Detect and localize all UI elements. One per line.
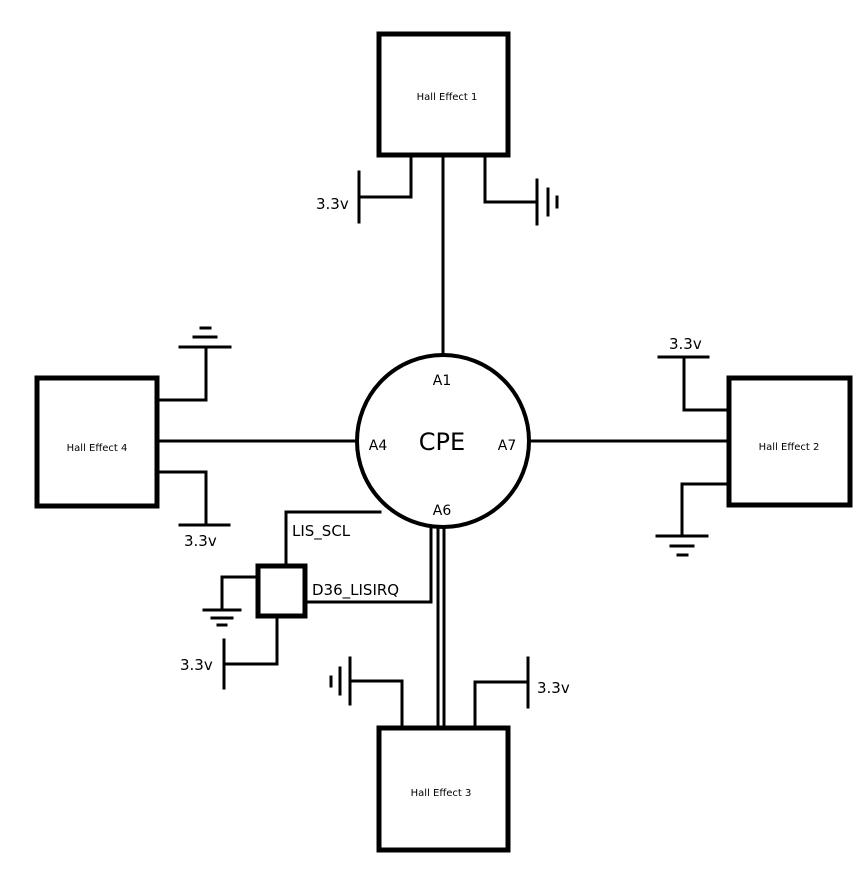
- hall-effect-4-group: Hall Effect 4 3.3v: [34, 326, 358, 550]
- hall-effect-1-box: [376, 31, 511, 158]
- lis-gnd-wire: [220, 575, 260, 612]
- hall3-supply-label: 3.3v: [537, 679, 570, 697]
- hall-effect-4-box: [34, 375, 160, 509]
- hall-effect-1-label: Hall Effect 1: [417, 92, 478, 103]
- lis-supply-label: 3.3v: [180, 656, 213, 674]
- lis-irq-wire: [303, 526, 433, 604]
- cpe-pin-a6: A6: [433, 503, 452, 519]
- hall2-ground-icon: [655, 534, 709, 557]
- hall-effect-2-box: [726, 375, 853, 508]
- hall1-vcc-wire: [357, 155, 413, 199]
- hall4-ground-icon: [178, 326, 232, 349]
- hall4-vcc-wire: [155, 470, 208, 527]
- hall2-supply-label: 3.3v: [669, 335, 702, 353]
- lis-sensor-group: LIS_SCL D36_LISIRQ 3.3v: [180, 510, 433, 690]
- hall-effect-1-group: Hall Effect 1 3.3v: [316, 31, 559, 357]
- cpe-group: CPE A1 A4 A7 A6: [355, 353, 531, 529]
- cpe-pin-a1: A1: [433, 373, 451, 389]
- hall3-vcc-wire: [473, 680, 530, 730]
- lis-scl-label: LIS_SCL: [292, 522, 351, 541]
- hall4-gnd-wire: [155, 345, 208, 402]
- hall-effect-2-group: Hall Effect 2 3.3v: [528, 335, 853, 557]
- hall4-supply-label: 3.3v: [184, 532, 217, 550]
- hall3-ground-icon: [329, 656, 352, 706]
- lis-scl-wire: [284, 510, 382, 568]
- hall-effect-3-box: [376, 725, 511, 853]
- hall1-gnd-wire: [483, 155, 539, 204]
- hall-effect-3-group: Hall Effect 3 3.3v: [329, 526, 570, 853]
- hall-effect-2-label: Hall Effect 2: [759, 442, 820, 453]
- lis-ground-icon: [202, 608, 242, 627]
- lis-sensor-box: [255, 563, 308, 619]
- cpe-circle: [355, 353, 531, 529]
- hall-effect-3-label: Hall Effect 3: [411, 788, 472, 799]
- hall3-gnd-wire: [348, 679, 404, 730]
- cpe-pin-a4: A4: [369, 438, 388, 454]
- cpe-label: CPE: [419, 428, 465, 456]
- hall2-gnd-wire: [680, 482, 731, 538]
- lis-irq-label: D36_LISIRQ: [312, 581, 399, 600]
- hall-effect-4-label: Hall Effect 4: [67, 443, 128, 454]
- cpe-pin-a7: A7: [498, 438, 516, 454]
- hall1-supply-label: 3.3v: [316, 195, 349, 213]
- lis-vcc-wire: [222, 615, 279, 666]
- hall1-ground-icon: [535, 178, 559, 226]
- hall2-vcc-wire: [682, 355, 731, 412]
